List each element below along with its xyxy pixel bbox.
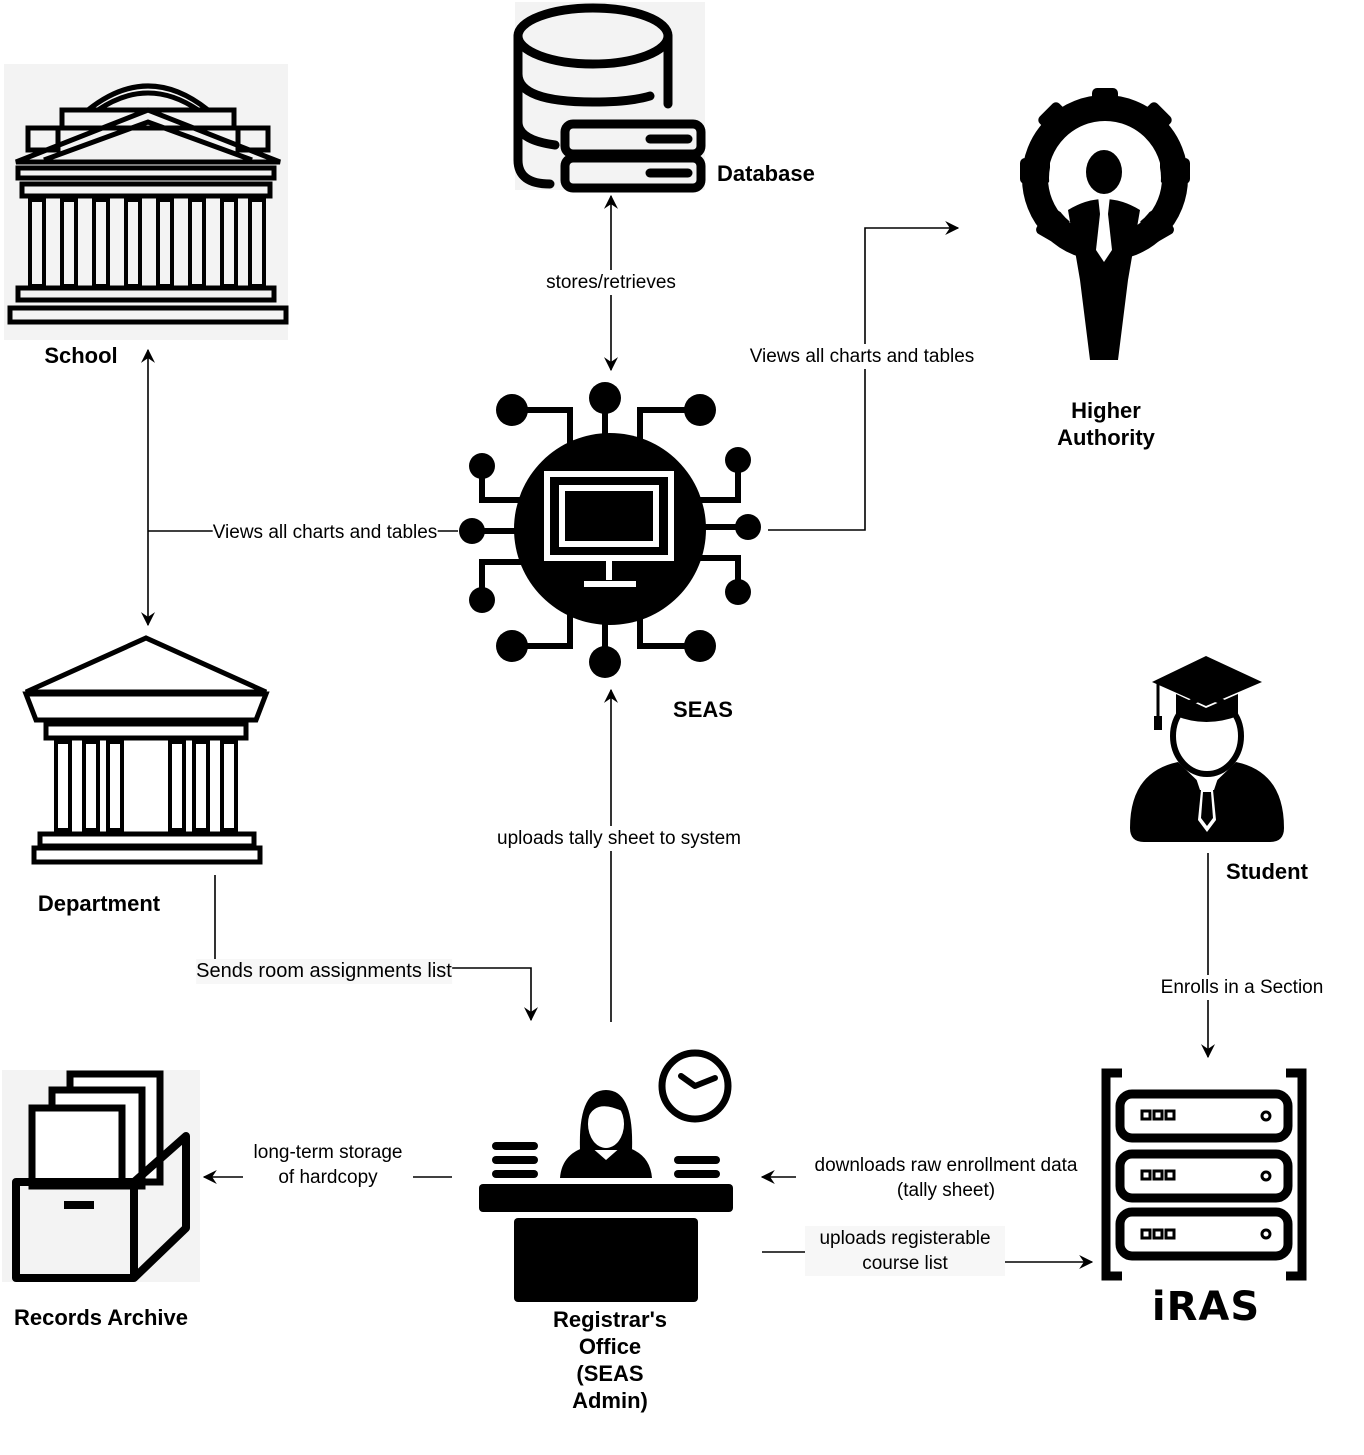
node-database: Database: [717, 161, 815, 186]
node-school: School: [44, 343, 118, 368]
node-seas: SEAS: [673, 697, 733, 722]
edges: [141, 194, 1215, 1269]
edge-room-assign: [214, 875, 538, 1022]
executive-gear-icon: [1020, 88, 1190, 360]
database-server-icon: [513, 2, 706, 193]
iras-server-rack-icon: [1101, 1068, 1307, 1281]
archive-box-icon: [2, 1070, 200, 1282]
school-building-icon: [4, 64, 289, 340]
registrar-desk-icon: [479, 1090, 733, 1302]
edge-label-views-school: Views all charts and tables: [212, 520, 438, 545]
edge-label-enrolls: Enrolls in a Section: [1160, 975, 1324, 1000]
edge-label-storage: long-term storage of hardcopy: [243, 1140, 413, 1190]
edge-label-room-assign: Sends room assignments list: [196, 959, 452, 984]
edge-label-uploads-course: uploads registerable course list: [805, 1226, 1005, 1276]
node-department: Department: [37, 891, 161, 916]
node-registrar: Registrar's Office (SEAS Admin): [552, 1307, 668, 1413]
edge-views-higher: [768, 221, 960, 531]
edge-label-downloads: downloads raw enrollment data (tally she…: [796, 1153, 1096, 1203]
seas-circuit-monitor-icon: [459, 382, 761, 678]
edge-label-uploads-tally: uploads tally sheet to system: [497, 826, 741, 851]
node-higher-authority: Higher Authority: [1057, 398, 1155, 450]
edge-label-views-higher: Views all charts and tables: [749, 344, 975, 369]
department-building-icon: [22, 635, 270, 865]
node-student: Student: [1226, 859, 1308, 884]
iras-logo: iRAS: [1151, 1284, 1261, 1330]
node-records-archive: Records Archive: [13, 1305, 189, 1330]
edge-label-stores: stores/retrieves: [546, 270, 676, 295]
clock-icon: [658, 1049, 732, 1123]
graduate-student-icon: [1130, 656, 1284, 842]
